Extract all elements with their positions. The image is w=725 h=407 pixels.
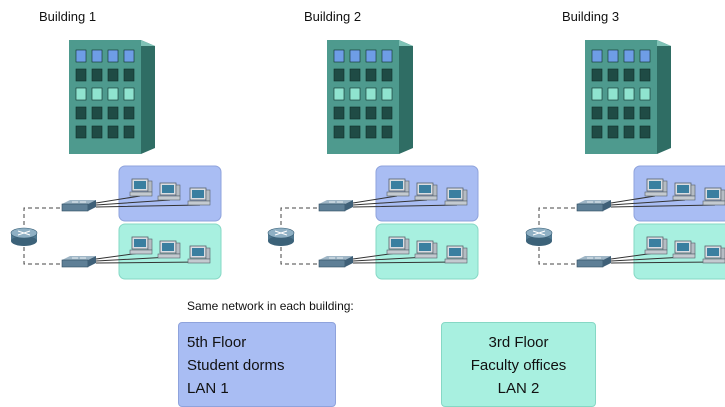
building-icon (69, 40, 155, 154)
legend-lan1-description: Student dorms (187, 357, 285, 374)
switch-icon (318, 200, 353, 212)
legend-lan2-floor: 3rd Floor (488, 334, 549, 351)
network-diagram (10, 40, 725, 280)
router-link-upper (538, 207, 577, 232)
legend-lan1-floor: 5th Floor (187, 334, 247, 351)
computer-icon (386, 236, 410, 255)
router-icon (10, 227, 38, 246)
building-icon (585, 40, 671, 154)
computer-icon (702, 245, 725, 264)
building-3-title: Building 3 (562, 9, 620, 24)
building-2-title: Building 2 (304, 9, 362, 24)
computer-icon (157, 182, 181, 201)
switch-icon (576, 200, 611, 212)
computer-icon (187, 245, 211, 264)
switch-icon (576, 256, 611, 268)
computer-icon (414, 182, 438, 201)
router-icon (525, 227, 553, 246)
lan1-cables (352, 195, 458, 208)
computer-icon (129, 178, 153, 197)
legend-caption: Same network in each building: (187, 299, 354, 313)
computer-icon (414, 240, 438, 259)
computer-icon (702, 187, 725, 206)
legend-lan1-box: 5th Floor Student dorms LAN 1 (178, 322, 336, 407)
computer-icon (129, 236, 153, 255)
lan1-cables (610, 195, 716, 208)
switch-icon (61, 256, 96, 268)
computer-icon (644, 236, 668, 255)
computer-icon (644, 178, 668, 197)
legend-lan2-box: 3rd Floor Faculty offices LAN 2 (441, 322, 596, 407)
legend-lan1-name: LAN 1 (187, 380, 229, 397)
router-icon (267, 227, 295, 246)
computer-icon (672, 182, 696, 201)
router-link-lower (280, 240, 319, 265)
computer-icon (386, 178, 410, 197)
legend-lan2-name: LAN 2 (497, 380, 540, 397)
switch-icon (61, 200, 96, 212)
computer-icon (444, 245, 468, 264)
computer-icon (157, 240, 181, 259)
lan1-cables (95, 195, 201, 208)
router-link-lower (23, 240, 62, 265)
router-link-upper (23, 207, 62, 232)
computer-icon (672, 240, 696, 259)
router-link-upper (280, 207, 319, 232)
computer-icon (444, 187, 468, 206)
computer-icon (187, 187, 211, 206)
building-1-title: Building 1 (39, 9, 97, 24)
router-link-lower (538, 240, 577, 265)
legend-lan2-description: Faculty offices (470, 357, 567, 374)
switch-icon (318, 256, 353, 268)
building-icon (327, 40, 413, 154)
